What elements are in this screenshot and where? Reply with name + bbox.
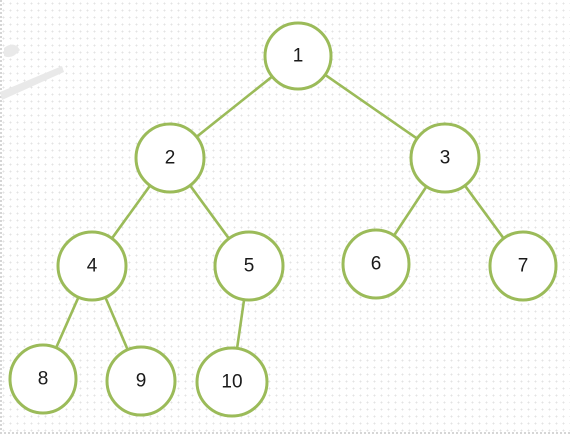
watermark-mark	[0, 44, 64, 100]
tree-node-4: 4	[56, 230, 128, 302]
node-circle-1	[263, 21, 333, 91]
edge-2-5	[188, 184, 231, 240]
edge-3-7	[463, 184, 505, 240]
tree-node-2: 2	[134, 122, 206, 194]
node-label-3: 3	[440, 148, 451, 169]
node-circle-4	[56, 230, 128, 302]
node-label-2: 2	[165, 148, 176, 169]
tree-node-1: 1	[263, 21, 333, 91]
node-circle-6	[341, 228, 411, 300]
tree-node-6: 6	[341, 228, 411, 300]
edge-2-4	[110, 184, 152, 240]
edge-3-6	[392, 185, 428, 237]
node-label-4: 4	[87, 256, 98, 277]
edge-4-9	[104, 295, 129, 352]
node-circle-9	[105, 345, 177, 417]
tree-node-9: 9	[105, 345, 177, 417]
node-label-7: 7	[518, 256, 529, 277]
node-label-9: 9	[136, 371, 147, 392]
node-circle-5	[213, 230, 285, 302]
node-circle-8	[8, 343, 78, 415]
node-circle-7	[488, 230, 558, 302]
node-label-1: 1	[293, 46, 304, 67]
tree-node-7: 7	[488, 230, 558, 302]
tree-node-5: 5	[213, 230, 285, 302]
node-circle-10	[195, 346, 269, 418]
tree-node-3: 3	[409, 122, 481, 194]
tree-node-10: 10	[195, 346, 269, 418]
tree-node-8: 8	[8, 343, 78, 415]
node-label-10: 10	[221, 372, 242, 393]
edge-1-2	[195, 75, 274, 139]
node-label-6: 6	[371, 254, 382, 275]
node-label-5: 5	[244, 256, 255, 277]
edge-5-10	[235, 298, 246, 350]
node-circle-2	[134, 122, 206, 194]
edges-layer	[54, 73, 505, 352]
edge-1-3	[323, 73, 419, 140]
node-label-8: 8	[38, 369, 49, 390]
edge-4-8	[54, 295, 80, 350]
node-circle-3	[409, 122, 481, 194]
nodes-layer: 1 2 3 4 5 6 7 8 9 10	[8, 21, 558, 418]
